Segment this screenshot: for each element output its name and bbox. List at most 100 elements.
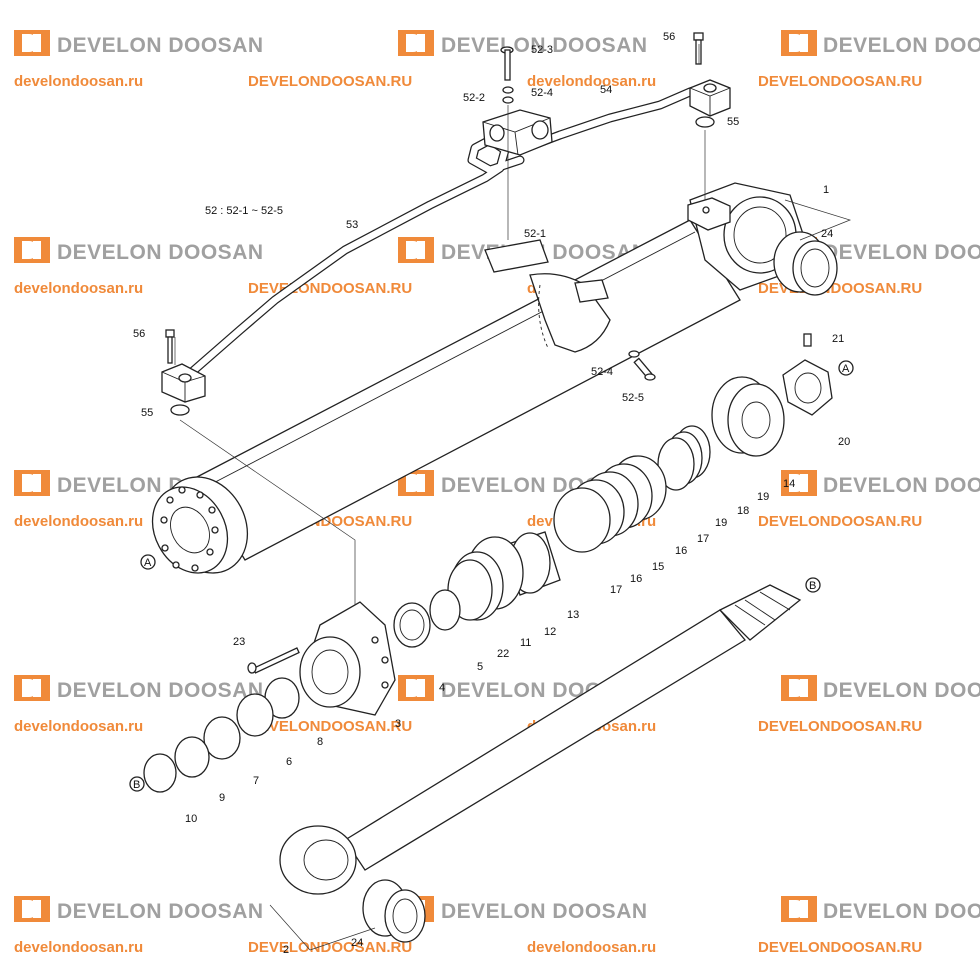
callout-5: 5 <box>477 661 483 673</box>
watermark-logo <box>14 675 50 701</box>
watermark-brand: DEVELON DOOSAN <box>823 679 980 702</box>
seal-7 <box>203 716 241 760</box>
callout-8: 8 <box>317 736 323 748</box>
callout-17a: 17 <box>697 533 709 545</box>
watermark-site: DEVELONDOOSAN.RU <box>248 280 412 297</box>
screw-21 <box>803 333 812 347</box>
rod-cover-3 <box>299 601 396 716</box>
watermark-brand: DEVELON DOOSAN <box>823 474 980 497</box>
watermark-logo <box>781 30 817 56</box>
callout-10: 10 <box>185 813 197 825</box>
watermark-logo <box>398 675 434 701</box>
ring-5 <box>429 589 461 631</box>
marker-a-nut: A <box>838 360 854 376</box>
callout-52-4-lower: 52-4 <box>591 366 613 378</box>
watermark-brand: DEVELON DOOSAN <box>57 900 264 923</box>
callout-21: 21 <box>832 333 844 345</box>
callout-19b: 19 <box>715 517 727 529</box>
clamp-band-52-1 <box>484 239 611 353</box>
marker-a-text: A <box>144 557 152 569</box>
callout-22: 22 <box>497 648 509 660</box>
callout-labels: 1 2 3 4 5 6 7 8 9 10 11 12 13 14 15 16 1… <box>133 31 850 956</box>
watermark-site: develondoosan.ru <box>14 513 143 530</box>
callout-13: 13 <box>567 609 579 621</box>
callout-55-left: 55 <box>141 407 153 419</box>
pipe-flange-right <box>689 79 731 117</box>
leader-lines <box>174 44 852 951</box>
watermark-brand: DEVELON DOOSAN <box>57 241 264 264</box>
callout-19a: 19 <box>757 491 769 503</box>
watermark-brand: DEVELON DOOSAN <box>441 900 648 923</box>
watermark-site: DEVELONDOOSAN.RU <box>758 73 922 90</box>
bolt-56-right <box>693 32 704 65</box>
watermark-site: develondoosan.ru <box>14 280 143 297</box>
watermark-logo <box>781 896 817 922</box>
wiper-10 <box>143 753 177 793</box>
watermark-brand: DEVELON DOOSAN <box>57 679 264 702</box>
watermark-logo <box>781 470 817 496</box>
watermark-site: DEVELONDOOSAN.RU <box>248 73 412 90</box>
watermark-logo <box>14 237 50 263</box>
callout-20: 20 <box>838 436 850 448</box>
callout-11: 11 <box>520 637 531 649</box>
watermark-site: DEVELONDOOSAN.RU <box>758 939 922 956</box>
watermark-brand: DEVELON DOOSAN <box>823 900 980 923</box>
pipe-53 <box>180 135 525 383</box>
callout-18: 18 <box>737 505 749 517</box>
watermark-brand: DEVELON DOOSAN <box>823 34 980 57</box>
watermark-site: DEVELONDOOSAN.RU <box>248 718 412 735</box>
callout-24a: 24 <box>821 228 833 240</box>
callout-2: 2 <box>283 944 289 956</box>
callout-16b: 16 <box>630 573 642 585</box>
callout-3: 3 <box>395 718 401 730</box>
bushing-24-top <box>773 231 838 296</box>
watermark-site: DEVELONDOOSAN.RU <box>248 939 412 956</box>
callout-52-1: 52-1 <box>524 228 546 240</box>
watermark-logo <box>781 675 817 701</box>
callout-7: 7 <box>253 775 259 787</box>
marker-b-wiper: B <box>129 776 145 792</box>
callout-52-group: 52 : 52-1 ~ 52-5 <box>205 205 283 217</box>
callout-12: 12 <box>544 626 556 638</box>
callout-9: 9 <box>219 792 225 804</box>
bolt-23 <box>247 647 300 674</box>
seal-6 <box>236 693 274 737</box>
watermark-site: develondoosan.ru <box>14 939 143 956</box>
callout-24b: 24 <box>351 937 363 949</box>
callout-4: 4 <box>439 682 445 694</box>
callout-52-5: 52-5 <box>622 392 644 404</box>
callout-56-right: 56 <box>663 31 675 43</box>
marker-b-text: B <box>133 779 140 791</box>
bolt-52-5 <box>633 357 656 381</box>
marker-b-text: B <box>809 580 816 592</box>
callout-52-2: 52-2 <box>463 92 485 104</box>
watermark-logo <box>398 30 434 56</box>
seal-9 <box>174 736 210 778</box>
piston-rod-2 <box>279 584 802 895</box>
watermark-brand: DEVELON DOOSAN <box>57 34 264 57</box>
marker-a-text: A <box>842 363 850 375</box>
watermark-site: DEVELONDOOSAN.RU <box>758 718 922 735</box>
ring-19b <box>657 437 695 491</box>
washer-52-4-upper <box>502 96 514 104</box>
watermark-brand: DEVELON DOOSAN <box>441 34 648 57</box>
callout-52-3: 52-3 <box>531 44 553 56</box>
callout-56-left: 56 <box>133 328 145 340</box>
callout-16a: 16 <box>675 545 687 557</box>
callout-52-4-upper: 52-4 <box>531 87 553 99</box>
bolt-52-3 <box>500 46 514 94</box>
watermark-site: develondoosan.ru <box>527 73 656 90</box>
watermark-site: DEVELONDOOSAN.RU <box>758 513 922 530</box>
callout-14: 14 <box>783 478 795 490</box>
marker-a-flange: A <box>140 554 156 570</box>
watermark-site: develondoosan.ru <box>14 718 143 735</box>
bolt-56-left <box>165 329 175 364</box>
bushing-4 <box>393 602 431 648</box>
watermark-logo <box>398 470 434 496</box>
watermark-brand: DEVELON DOOSAN <box>823 241 980 264</box>
watermark-logo <box>14 896 50 922</box>
callout-23: 23 <box>233 636 245 648</box>
bushing-24-bottom <box>362 879 426 943</box>
callout-54: 54 <box>600 84 612 96</box>
